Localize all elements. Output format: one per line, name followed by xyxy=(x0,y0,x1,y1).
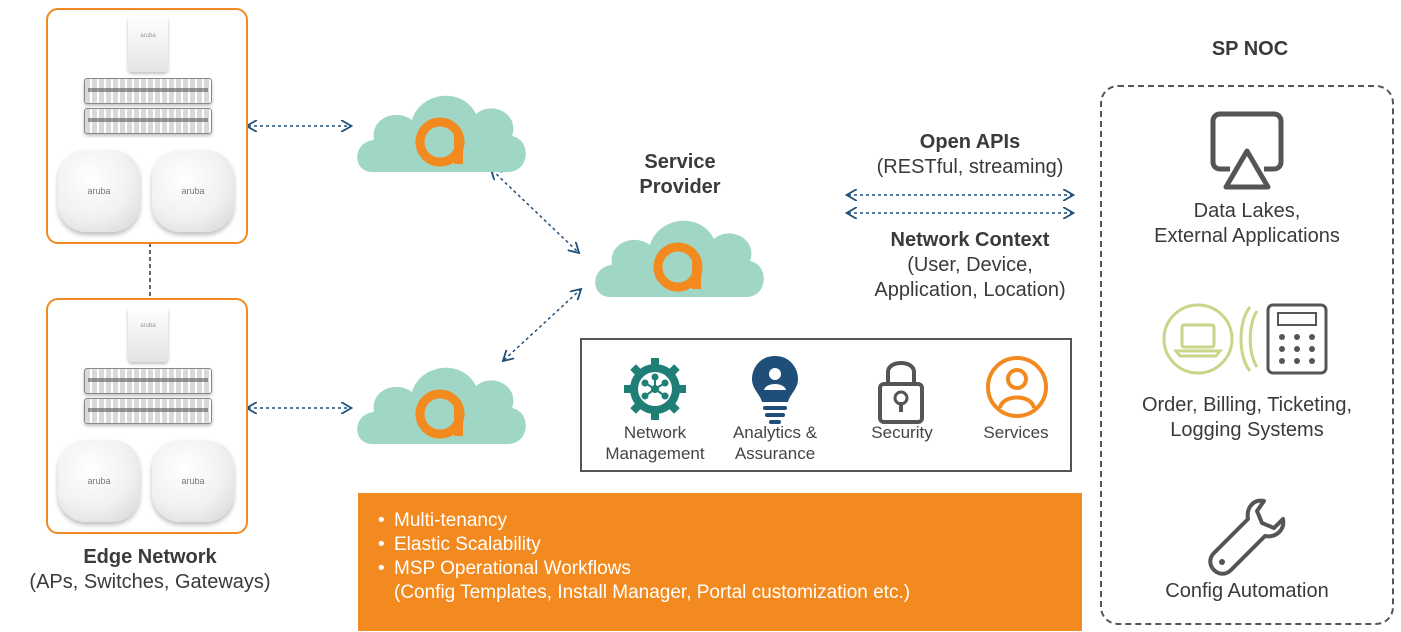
open-apis-label: Open APIs (RESTful, streaming) xyxy=(850,130,1090,180)
capability-label: Security xyxy=(871,423,933,442)
switch-device xyxy=(84,398,212,424)
airplay-display-icon xyxy=(1210,111,1284,190)
cloud-icon xyxy=(357,367,526,444)
noc-item-order-billing: Order, Billing, Ticketing, Logging Syste… xyxy=(1102,393,1392,443)
access-point-device: aruba xyxy=(58,150,140,232)
feature-item: MSP Operational Workflows xyxy=(372,557,1082,581)
analytics-bulb-icon xyxy=(752,356,798,424)
features-list: Multi-tenancy Elastic Scalability MSP Op… xyxy=(358,493,1082,581)
capability-services: Services xyxy=(966,422,1066,443)
switch-device xyxy=(84,368,212,394)
noc-item-label: Data Lakes, xyxy=(1193,200,1301,222)
noc-item-label: Order, Billing, Ticketing, xyxy=(1141,394,1353,416)
network-management-gear-icon xyxy=(624,358,686,420)
capability-label: Services xyxy=(983,423,1049,442)
gateway-device: aruba xyxy=(128,16,168,72)
service-provider-line2: Provider xyxy=(639,176,721,198)
open-apis-subtitle: (RESTful, streaming) xyxy=(876,156,1064,178)
capability-label: Management xyxy=(605,444,705,463)
noc-item-data-lakes: Data Lakes, External Applications xyxy=(1102,199,1392,249)
edge-site-2: aruba aruba aruba xyxy=(46,298,248,534)
cloud1-sp-arrow xyxy=(492,170,578,252)
network-context-line1: (User, Device, xyxy=(907,254,1033,276)
feature-item: Multi-tenancy xyxy=(372,509,1082,533)
features-panel: Multi-tenancy Elastic Scalability MSP Op… xyxy=(358,493,1082,631)
edge-network-subtitle: (APs, Switches, Gateways) xyxy=(29,571,271,593)
cloud-icon xyxy=(595,220,764,297)
capability-network-management: Network Management xyxy=(596,422,714,464)
noc-item-label: Logging Systems xyxy=(1170,419,1324,441)
capabilities-panel: Network Management Analytics & Assurance… xyxy=(580,338,1072,472)
sp-noc-panel: Data Lakes, External Applications Order,… xyxy=(1100,85,1394,625)
gateway-device: aruba xyxy=(128,306,168,362)
cloud2-sp-arrow xyxy=(504,290,580,360)
sp-noc-title: SP NOC xyxy=(1211,38,1289,60)
capability-label: Analytics & xyxy=(732,423,818,442)
cloud-icon xyxy=(357,95,526,172)
laptop-phone-calculator-icon xyxy=(1162,303,1328,375)
access-point-device: aruba xyxy=(58,440,140,522)
access-point-device: aruba xyxy=(152,440,234,522)
capability-label: Assurance xyxy=(734,444,816,463)
service-provider-title: Service Provider xyxy=(600,150,760,200)
capability-security: Security xyxy=(852,422,952,443)
feature-item: Elastic Scalability xyxy=(372,533,1082,557)
access-point-device: aruba xyxy=(152,150,234,232)
wrench-icon xyxy=(1208,498,1286,576)
network-context-line2: Application, Location) xyxy=(874,279,1066,301)
network-context-label: Network Context (User, Device, Applicati… xyxy=(845,228,1095,303)
switch-device xyxy=(84,108,212,134)
capability-label: Network xyxy=(623,423,687,442)
feature-detail: (Config Templates, Install Manager, Port… xyxy=(394,582,911,603)
edge-site-1: aruba aruba aruba xyxy=(46,8,248,244)
capability-analytics: Analytics & Assurance xyxy=(720,422,830,464)
noc-item-label: External Applications xyxy=(1154,225,1340,247)
noc-item-config-automation: Config Automation xyxy=(1102,579,1392,604)
switch-device xyxy=(84,78,212,104)
edge-network-caption: Edge Network (APs, Switches, Gateways) xyxy=(0,545,300,595)
network-context-title: Network Context xyxy=(890,229,1050,251)
user-services-icon xyxy=(986,356,1048,418)
noc-item-label: Config Automation xyxy=(1165,580,1329,602)
service-provider-line1: Service xyxy=(644,151,716,173)
padlock-icon xyxy=(878,361,924,424)
open-apis-title: Open APIs xyxy=(919,131,1021,153)
edge-network-title: Edge Network xyxy=(83,546,217,568)
